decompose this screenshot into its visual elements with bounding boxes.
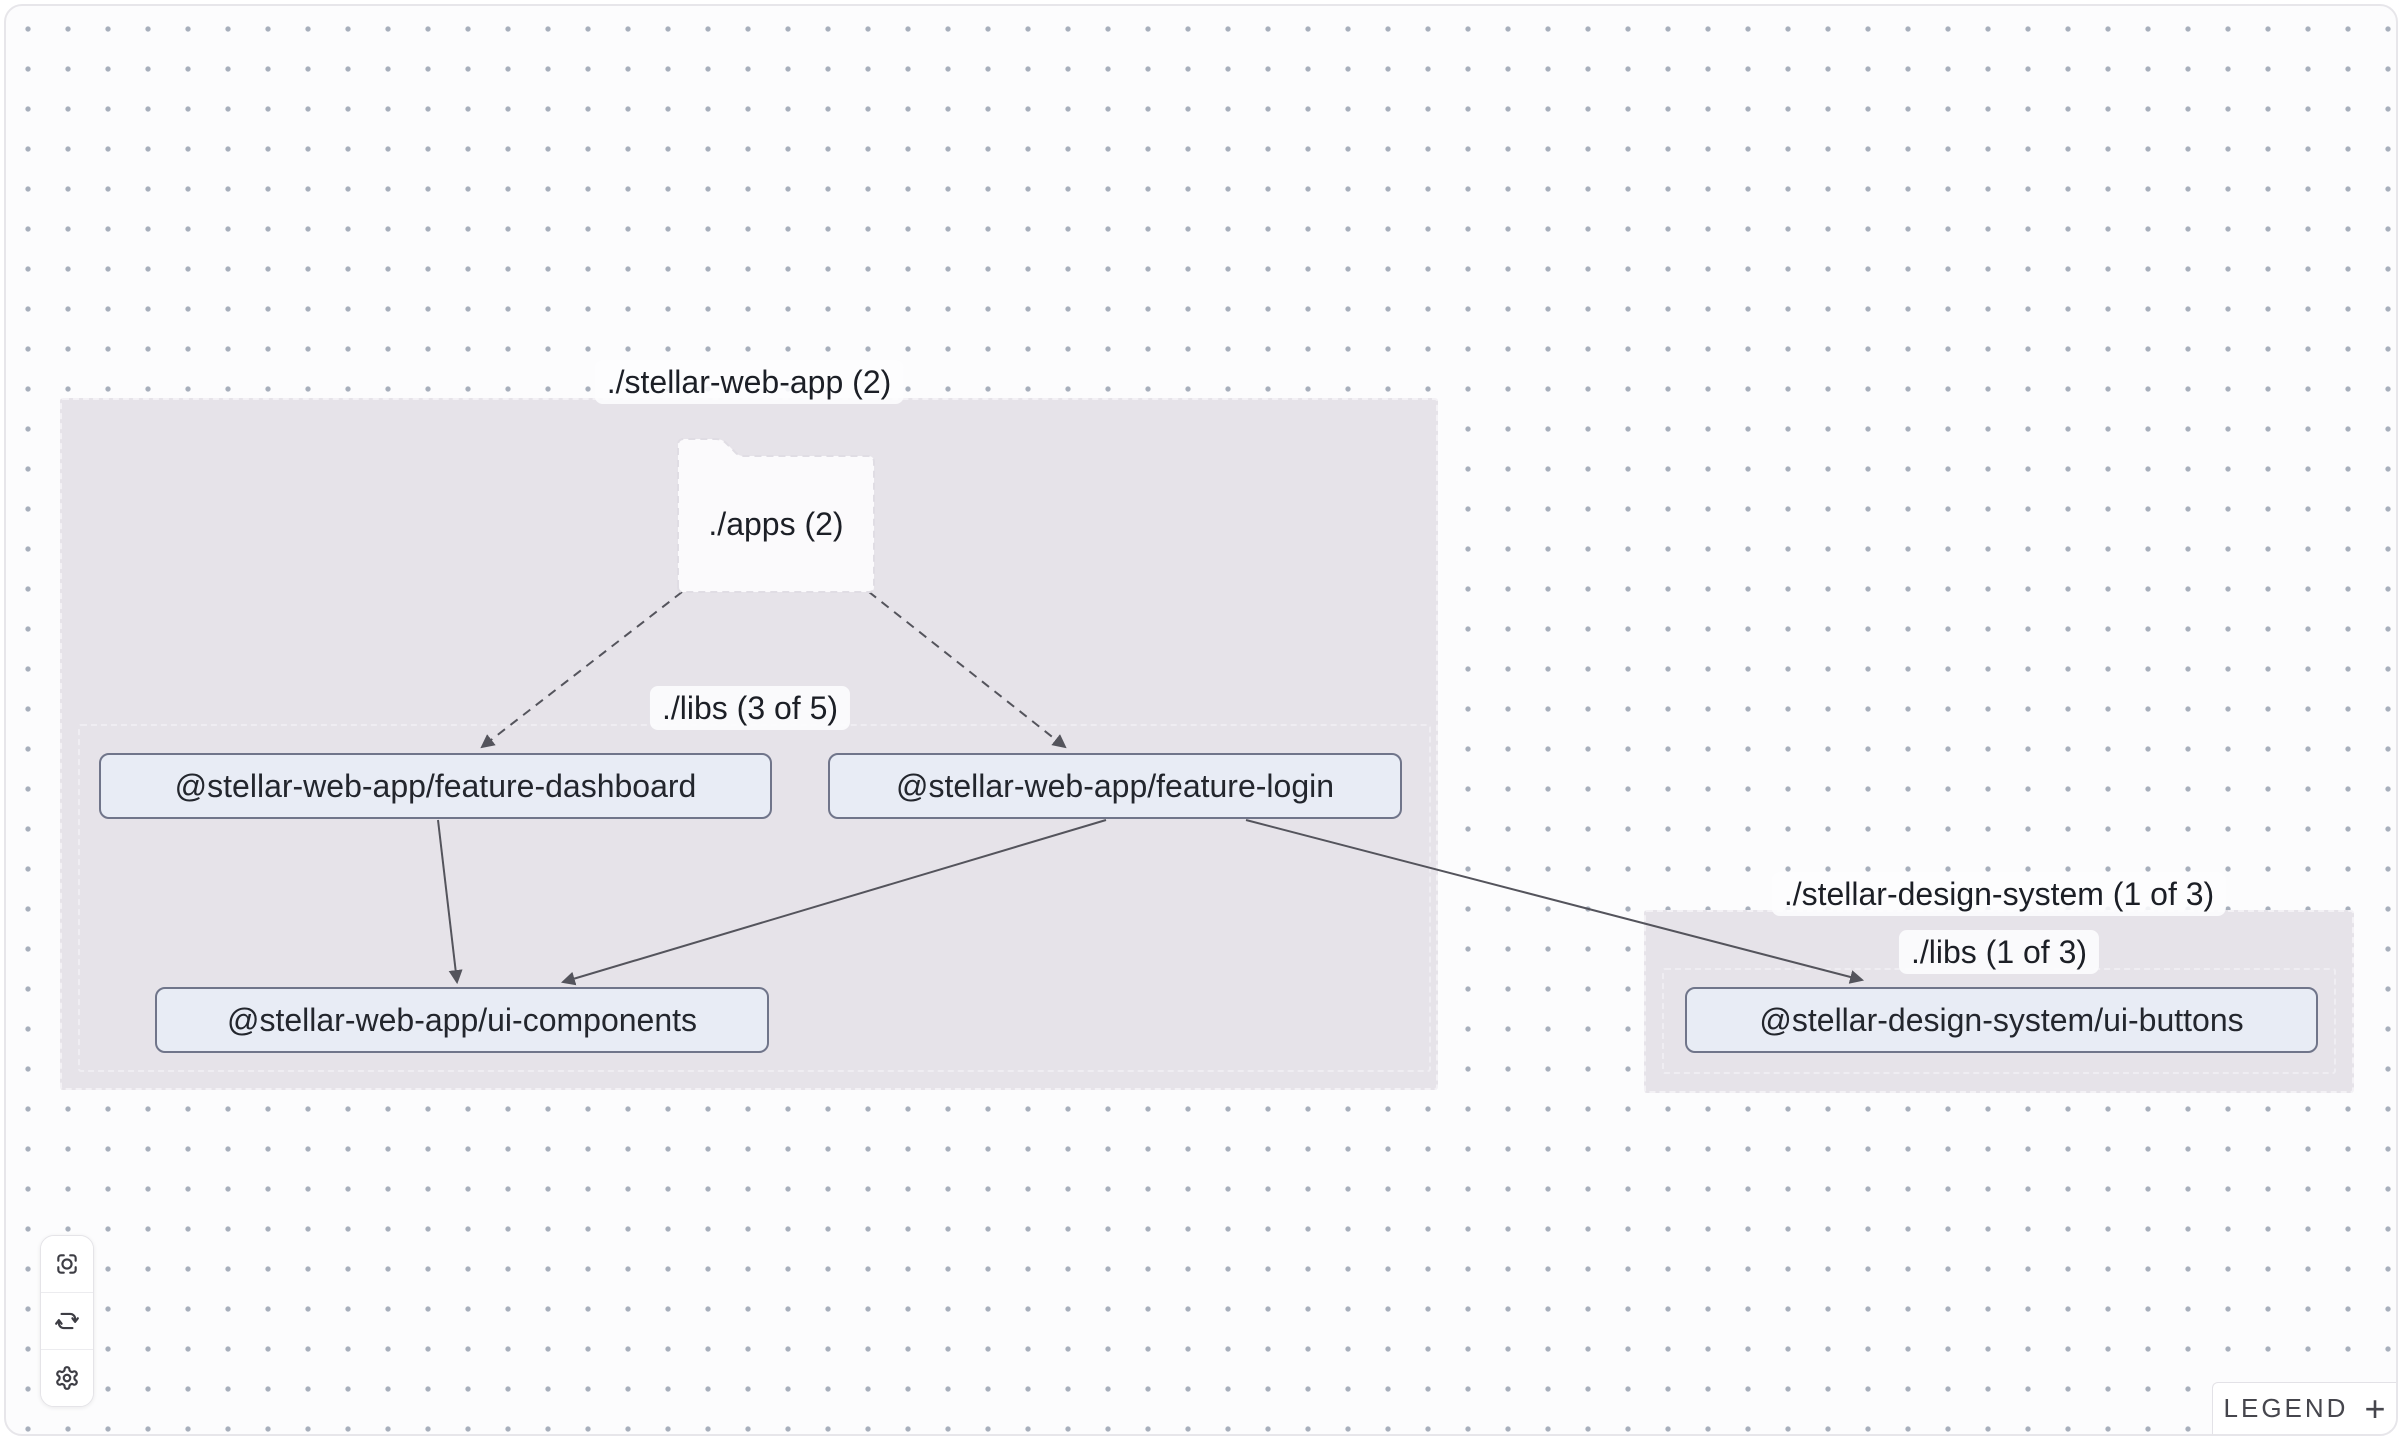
focus-icon [57,1254,77,1274]
canvas-toolbar [40,1235,94,1407]
folder-label-apps: ./apps (2) [708,506,844,542]
folder-icon [677,438,875,593]
node-feature-dashboard[interactable]: @stellar-web-app/feature-dashboard [99,753,772,819]
refresh-button[interactable] [41,1292,93,1349]
focus-button[interactable] [41,1236,93,1292]
legend-label: LEGEND [2223,1393,2349,1423]
node-feature-login[interactable]: @stellar-web-app/feature-login [828,753,1402,819]
group-label-stellar-web-app: ./stellar-web-app (2) [594,360,904,404]
node-ui-buttons[interactable]: @stellar-design-system/ui-buttons [1685,987,2318,1053]
group-label-web-libs: ./libs (3 of 5) [649,686,851,730]
folder-node-apps[interactable]: ./apps (2) [670,435,882,593]
legend-toggle[interactable]: LEGEND + [2212,1382,2396,1434]
edge-apps-to-feature-dashboard[interactable] [480,591,683,749]
dependency-edges [437,591,1865,986]
graph-canvas[interactable]: ./stellar-web-app (2) ./libs (3 of 5) ./… [4,4,2398,1436]
settings-icon [56,1366,78,1390]
refresh-icon [55,1312,79,1330]
settings-button[interactable] [41,1349,93,1406]
group-label-stellar-design-system: ./stellar-design-system (1 of 3) [1771,872,2227,916]
edge-apps-to-feature-login[interactable] [868,591,1067,749]
plus-icon: + [2364,1387,2386,1429]
group-label-design-libs: ./libs (1 of 3) [1898,930,2100,974]
node-ui-components[interactable]: @stellar-web-app/ui-components [155,987,769,1053]
edge-feature-login-to-ui-buttons[interactable] [1245,819,1865,984]
edge-feature-login-to-ui-components[interactable] [560,819,1107,986]
edge-feature-dashboard-to-ui-components[interactable] [437,819,463,985]
